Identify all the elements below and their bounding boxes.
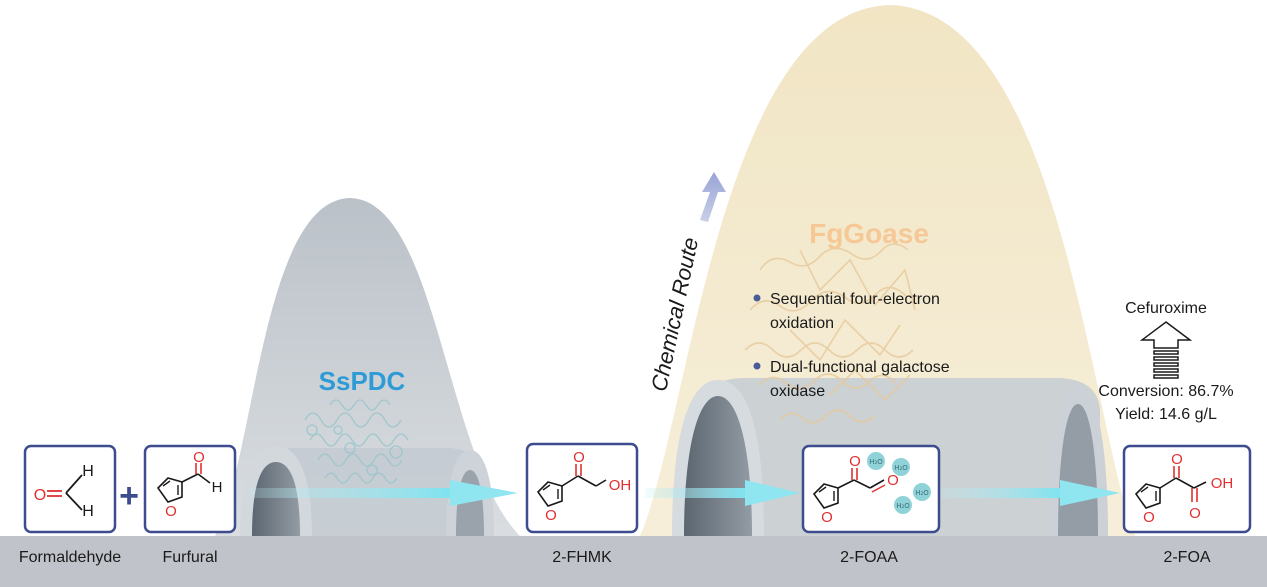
sspdc-protein-structure <box>304 399 409 484</box>
feature-2-line2: oxidase <box>770 383 825 400</box>
feature-1-line2: oxidation <box>770 315 834 332</box>
group-oh: OH <box>1211 475 1234 492</box>
atom-o: O <box>545 507 557 524</box>
sspdc-label: SsPDC <box>319 366 406 396</box>
conversion-result: Conversion: 86.7% <box>1098 383 1233 400</box>
hollow-up-arrow-icon <box>1139 321 1193 379</box>
water-molecule-icon: H₂O <box>894 496 912 514</box>
yield-result: Yield: 14.6 g/L <box>1115 406 1217 423</box>
atom-o: O <box>573 449 585 466</box>
atom-o: O <box>821 509 833 526</box>
atom-o: O <box>193 449 205 466</box>
water-molecule-icon: H₂O <box>892 458 910 476</box>
flow-arrow-to-foa <box>1060 480 1120 506</box>
feature-list: Sequential four-electron oxidation Dual-… <box>753 291 950 400</box>
flow-arrow-to-fhmk <box>450 480 518 506</box>
cefuroxime-label: Cefuroxime <box>1125 300 1207 317</box>
atom-o: O <box>34 487 46 504</box>
svg-text:H₂O: H₂O <box>896 502 910 510</box>
furfural-label: Furfural <box>162 549 217 566</box>
svg-text:H₂O: H₂O <box>869 458 883 466</box>
group-oh: OH <box>609 477 632 494</box>
feature-bullet <box>753 362 761 370</box>
water-molecule-icon: H₂O <box>867 452 885 470</box>
foaa-structure-box: O O O H₂O H₂O H₂O H₂O <box>801 444 941 534</box>
feature-1-line1: Sequential four-electron <box>770 291 940 308</box>
formaldehyde-structure-box: O H H <box>23 444 117 534</box>
atom-o: O <box>1171 451 1183 468</box>
flow-arrows <box>250 480 1120 506</box>
fhmk-label: 2-FHMK <box>552 549 612 566</box>
foa-structure-box: O O O OH <box>1122 444 1252 534</box>
feature-bullet <box>753 294 761 302</box>
ground-strip <box>0 536 1267 587</box>
flow-arrow-to-foaa <box>745 480 800 506</box>
atom-o: O <box>165 503 177 520</box>
foa-label: 2-FOA <box>1163 549 1210 566</box>
svg-text:H₂O: H₂O <box>915 489 929 497</box>
atom-h: H <box>212 479 223 496</box>
chemical-route-arrow <box>700 172 726 222</box>
atom-o: O <box>849 453 861 470</box>
plus-sign: + <box>119 477 139 515</box>
svg-text:H₂O: H₂O <box>894 464 908 472</box>
atom-h: H <box>82 463 94 480</box>
atom-h: H <box>82 503 94 520</box>
atom-o: O <box>1189 505 1201 522</box>
feature-2-line1: Dual-functional galactose <box>770 359 950 376</box>
atom-o: O <box>1143 509 1155 526</box>
fhmk-structure-box: O O OH <box>525 442 639 534</box>
fggoase-label: FgGoase <box>809 218 929 249</box>
fggoase-protein-structure <box>744 243 916 424</box>
atom-o: O <box>887 472 899 489</box>
formaldehyde-label: Formaldehyde <box>19 549 121 566</box>
furfural-structure-box: O O H <box>143 444 237 534</box>
foaa-label: 2-FOAA <box>840 549 898 566</box>
water-molecule-icon: H₂O <box>913 483 931 501</box>
